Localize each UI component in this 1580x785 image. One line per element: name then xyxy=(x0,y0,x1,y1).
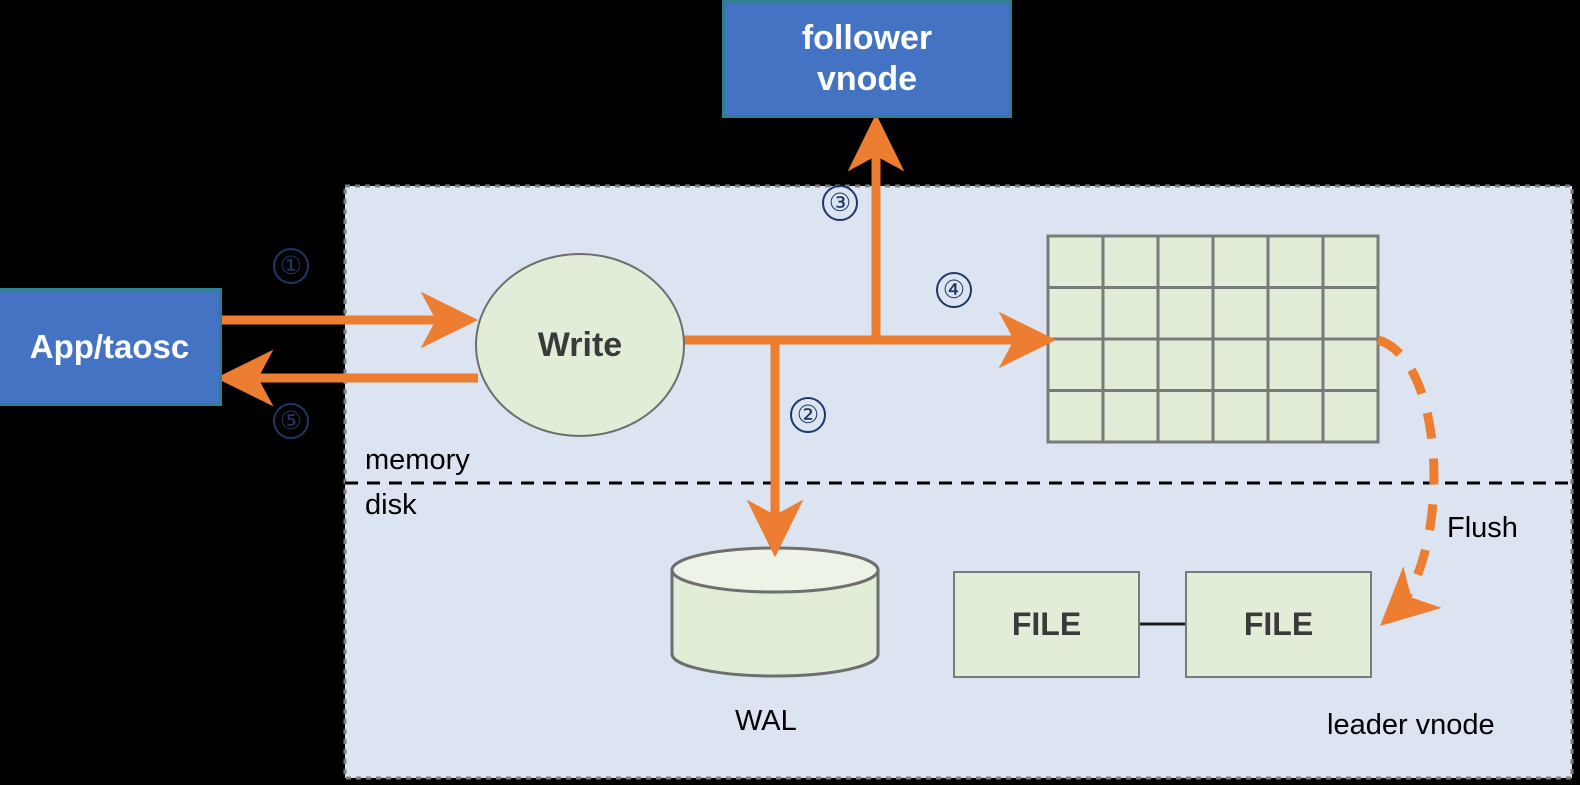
file-box-left[interactable]: FILE xyxy=(953,571,1140,678)
leader-vnode-label: leader vnode xyxy=(1327,709,1495,741)
step-number-4: ④ xyxy=(936,272,972,308)
arrow-flush xyxy=(1376,335,1442,626)
follower-vnode-box[interactable]: follower vnode xyxy=(722,0,1012,118)
file-left-label: FILE xyxy=(1011,606,1082,642)
disk-label: disk xyxy=(365,489,417,521)
write-node[interactable]: Write xyxy=(475,253,685,437)
step-number-3: ③ xyxy=(822,185,858,221)
step-number-1: ① xyxy=(273,248,309,284)
step-number-5: ⑤ xyxy=(273,403,309,439)
step-number-2: ② xyxy=(790,397,826,433)
wal-label: WAL xyxy=(735,705,797,737)
app-taosc-label: App/taosc xyxy=(29,328,190,365)
file-right-label: FILE xyxy=(1243,606,1314,642)
memory-label: memory xyxy=(365,444,470,476)
wal-cylinder xyxy=(670,546,880,678)
memtable-grid xyxy=(1046,234,1380,444)
flush-label: Flush xyxy=(1447,512,1518,544)
follower-vnode-label-line2: vnode xyxy=(816,60,918,98)
write-label: Write xyxy=(537,325,623,364)
app-taosc-box[interactable]: App/taosc xyxy=(0,288,222,406)
file-box-right[interactable]: FILE xyxy=(1185,571,1372,678)
follower-vnode-label-line1: follower xyxy=(801,18,933,57)
